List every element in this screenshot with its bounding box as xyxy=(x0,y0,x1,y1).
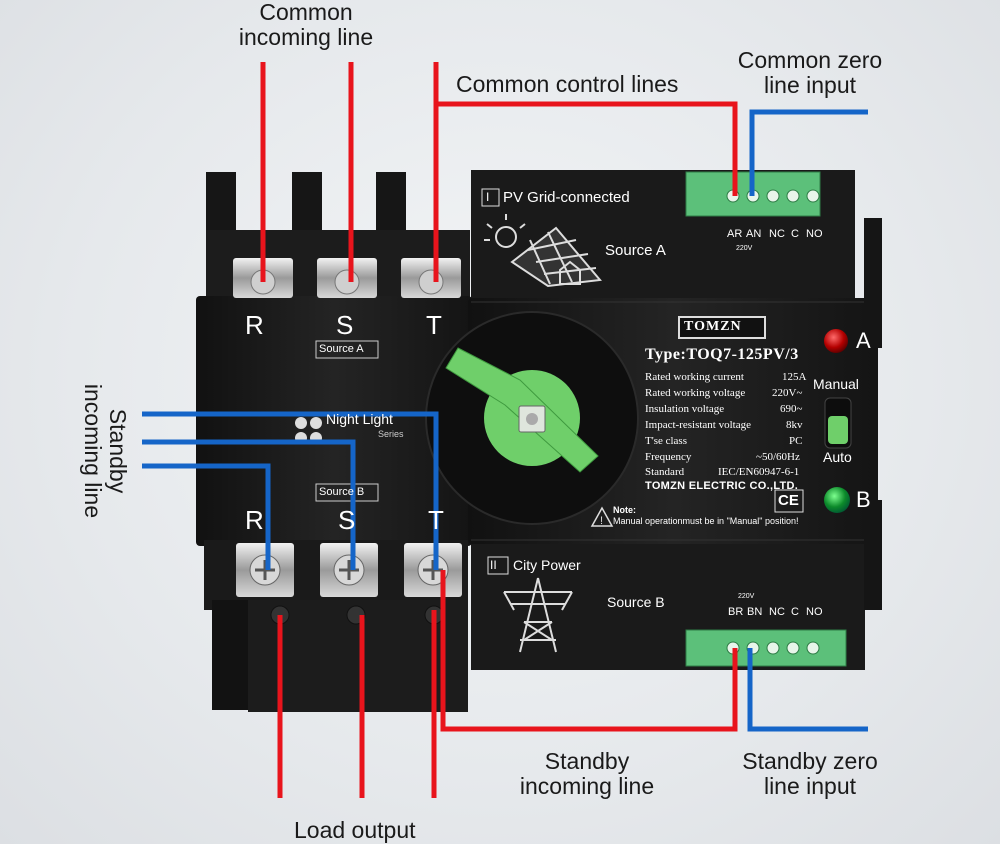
terminal-bottom-c: C xyxy=(791,606,799,618)
mode-manual-label: Manual xyxy=(813,376,859,392)
spec-value: 220V~ xyxy=(772,387,803,399)
spec-label: Frequency xyxy=(645,451,692,463)
spec-value: ~50/60Hz xyxy=(756,451,800,463)
svg-text:!: ! xyxy=(600,515,603,527)
terminal-top-ar: AR xyxy=(727,228,743,240)
mode-auto-label: Auto xyxy=(823,449,852,465)
spec-value: IEC/EN60947-6-1 xyxy=(718,466,800,478)
callout-line-1: Common zero xyxy=(737,47,883,73)
indicator-b-label: B xyxy=(856,487,871,512)
note-title: Note: xyxy=(613,505,636,515)
indicator-b-lamp xyxy=(824,487,850,513)
rotary-switch-knob[interactable] xyxy=(425,311,639,525)
spec-value: 8kv xyxy=(786,419,803,431)
source-a-numeral: I xyxy=(486,190,490,204)
terminal-bottom-br: BR xyxy=(728,606,744,618)
wiring xyxy=(142,62,868,798)
breaker-source-b-box xyxy=(315,483,379,502)
spec-value: 125A xyxy=(782,371,807,383)
series-name: Night Light xyxy=(326,411,393,427)
callout-common-zero-line-input: Common zero line input xyxy=(732,48,888,98)
terminal-top-no: NO xyxy=(806,228,823,240)
callout-standby-incoming-line-bottom: Standby incoming line xyxy=(512,749,662,799)
bottom-terminal-block xyxy=(685,629,847,667)
terminal-top-nc: NC xyxy=(769,228,785,240)
wire-standby-zero xyxy=(747,648,868,732)
callout-line-2: line input xyxy=(763,773,857,799)
callout-line-2: line input xyxy=(763,72,857,98)
warning-icon: ! xyxy=(590,506,614,527)
wire-standby-incoming-s xyxy=(142,439,356,570)
spec-label: T'se class xyxy=(645,435,687,447)
series-sub: Series xyxy=(378,429,404,439)
callout-line-2: incoming line xyxy=(238,24,374,50)
terminal-bottom-bn: BN xyxy=(747,606,763,618)
source-a-numeral-box xyxy=(481,188,500,207)
ce-mark: CE xyxy=(778,492,799,509)
spec-label: Impact-resistant voltage xyxy=(645,419,751,431)
bottom-terminal-screws xyxy=(236,543,462,625)
terminal-bottom-voltage: 220V xyxy=(738,593,755,600)
callout-line-2: incoming line xyxy=(80,383,106,519)
callout-line-1: Standby xyxy=(105,408,131,494)
wire-standby-incoming-t xyxy=(142,411,439,570)
wire-standby-incoming-r xyxy=(142,463,271,570)
source-b-header: City Power xyxy=(513,557,581,573)
callout-line-1: Common xyxy=(259,0,353,25)
brand-box xyxy=(678,316,766,339)
spec-value: PC xyxy=(789,435,803,447)
callout-load-output: Load output xyxy=(294,817,416,843)
callout-line-2: incoming line xyxy=(519,773,655,799)
source-a-header: PV Grid-connected xyxy=(503,189,630,206)
callout-standby-incoming-line-left: Standby incoming line xyxy=(80,366,131,536)
source-b-numeral: II xyxy=(490,558,497,572)
indicator-a-label: A xyxy=(856,328,871,353)
callout-standby-zero-line-input: Standby zero line input xyxy=(736,749,884,799)
phase-top-r: R xyxy=(245,310,264,340)
phase-top-s: S xyxy=(336,310,354,340)
wire-common-zero xyxy=(749,109,868,196)
callout-line-1: Standby xyxy=(544,748,630,774)
wire-common-control xyxy=(436,101,738,196)
ce-mark-box xyxy=(774,489,804,513)
terminal-top-an: AN xyxy=(746,228,762,240)
spec-label: Insulation voltage xyxy=(645,403,725,415)
terminal-bottom-no: NO xyxy=(806,606,823,618)
terminal-bottom-nc: NC xyxy=(769,606,785,618)
callout-line-1: Standby zero xyxy=(742,748,878,774)
phase-top-t: T xyxy=(426,310,442,340)
phase-bottom-s: S xyxy=(338,505,356,535)
terminal-top-voltage: 220V xyxy=(736,245,753,252)
breaker-source-b-label: Source B xyxy=(319,486,365,498)
terminal-top-c: C xyxy=(791,228,799,240)
source-a-label: Source A xyxy=(605,242,666,259)
manual-auto-toggle[interactable] xyxy=(824,397,852,449)
maker-name: TOMZN ELECTRIC CO.,LTD. xyxy=(645,480,799,492)
phase-bottom-r: R xyxy=(245,505,264,535)
spec-label: Rated working voltage xyxy=(645,387,746,399)
brand-name: TOMZN xyxy=(684,319,742,334)
callout-common-incoming-line: Common incoming line xyxy=(236,0,376,50)
spec-label: Rated working current xyxy=(645,371,744,383)
indicator-a-lamp xyxy=(824,329,848,353)
spec-label: Standard xyxy=(645,466,685,478)
source-b-numeral-box xyxy=(487,556,509,575)
solar-house-icon xyxy=(484,214,602,288)
model-type: Type:TOQ7-125PV/3 xyxy=(645,346,799,363)
power-tower-icon xyxy=(503,577,573,653)
breaker-source-a-label: Source A xyxy=(319,343,364,355)
breaker-source-a-box xyxy=(315,340,379,359)
source-b-label: Source B xyxy=(607,594,665,610)
callout-common-control-lines: Common control lines xyxy=(456,71,679,97)
phase-bottom-t: T xyxy=(428,505,444,535)
note-text: Manual operationmust be in "Manual" posi… xyxy=(613,516,799,526)
top-terminal-screws xyxy=(233,258,461,298)
spec-value: 690~ xyxy=(780,403,803,415)
wire-standby-control xyxy=(440,570,738,732)
